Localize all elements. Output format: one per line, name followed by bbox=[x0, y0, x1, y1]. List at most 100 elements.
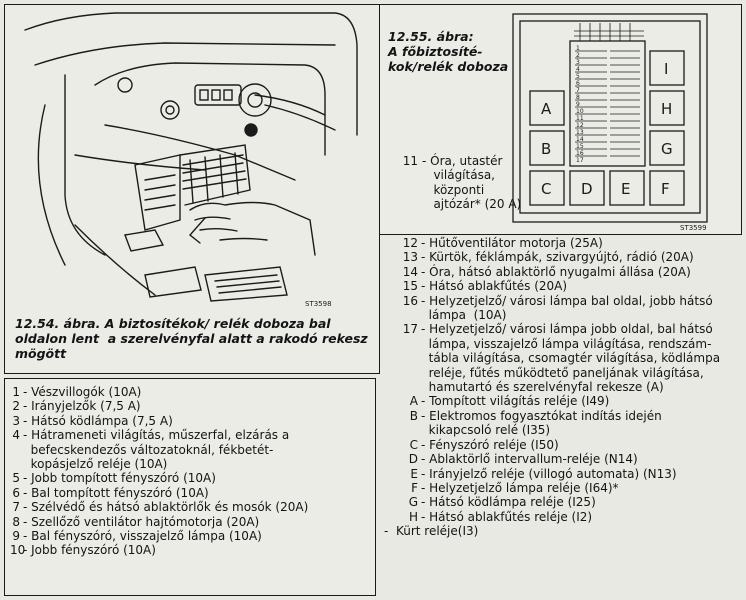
item-text: - Kürtök, féklámpák, szivargyújtó, rádió… bbox=[421, 250, 694, 265]
relay-G bbox=[649, 130, 685, 166]
fuse-number: 17 bbox=[576, 157, 584, 164]
item-key: 6 bbox=[12, 485, 20, 500]
item-key: H bbox=[408, 509, 418, 524]
footnote-text: - Kürt reléje(I3) bbox=[384, 524, 479, 539]
item-text: - Helyzetjelző lámpa reléje (I64)* bbox=[421, 480, 619, 495]
fuse-number: 9 bbox=[576, 101, 580, 108]
item-key: 13 bbox=[402, 250, 418, 265]
item-text: - Hátsó ablakfűtés (20A) bbox=[421, 279, 568, 294]
list-item: E- Irányjelző reléje (villogó automata) … bbox=[384, 467, 744, 481]
item-text: - Jobb fényszóró (10A) bbox=[23, 543, 156, 558]
list-item: 13- Kürtök, féklámpák, szivargyújtó, rád… bbox=[384, 250, 744, 264]
relay-B-label: B bbox=[541, 140, 551, 158]
fuse-number: 13 bbox=[576, 129, 584, 136]
list-item: F- Helyzetjelző lámpa reléje (I64)* bbox=[384, 481, 744, 495]
list-item: 14- Óra, hátsó ablaktörlő nyugalmi állás… bbox=[384, 265, 744, 279]
item-key: 8 bbox=[12, 514, 20, 529]
fuse-number: 12 bbox=[576, 122, 584, 129]
fuse-number: 11 bbox=[576, 115, 584, 122]
item-text: - Bal fényszóró, visszajelző lámpa (10A) bbox=[23, 529, 262, 544]
item-text: - Hűtőventilátor motorja (25A) bbox=[421, 236, 603, 250]
relay-H bbox=[649, 90, 685, 126]
list-item: 8- Szellőző ventilátor hajtómotorja (20A… bbox=[10, 515, 374, 529]
relay-I bbox=[649, 50, 685, 86]
list-item: 10- Jobb fényszóró (10A) bbox=[10, 543, 374, 557]
item-text: - Helyzetjelző/ városi lámpa jobb oldal,… bbox=[421, 322, 721, 395]
left-fuse-list-panel bbox=[4, 378, 376, 596]
item-text: - Helyzetjelző/ városi lámpa bal oldal, … bbox=[421, 293, 713, 323]
relay-E-label: E bbox=[621, 180, 630, 198]
left-fuse-list: 1- Vészvillogók (10A) 2- Irányjelzők (7,… bbox=[10, 385, 374, 558]
relay-E bbox=[609, 170, 645, 206]
figure-12-54-caption: 12.54. ábra. A biztosítékok/ relék doboz… bbox=[15, 316, 368, 361]
list-item: H- Hátsó ablakfűtés reléje (I2) bbox=[384, 510, 744, 524]
fusebox-location-illustration: ST3598 bbox=[24, 12, 358, 308]
list-item: 16- Helyzetjelző/ városi lámpa bal oldal… bbox=[384, 294, 744, 323]
fuse-number: 5 bbox=[576, 73, 580, 80]
item-key: A bbox=[409, 394, 418, 409]
item-key: 1 bbox=[12, 385, 20, 399]
list-item: 17- Helyzetjelző/ városi lámpa jobb olda… bbox=[384, 322, 744, 394]
item-key: 3 bbox=[12, 413, 20, 428]
item-text: - Jobb tompított fényszóró (10A) bbox=[23, 471, 216, 486]
item-key: C bbox=[409, 437, 418, 452]
relay-D bbox=[569, 170, 605, 206]
item-key: 7 bbox=[12, 500, 20, 515]
item-text: - Irányjelző reléje (villogó automata) (… bbox=[421, 466, 677, 481]
figure-12-54-id: ST3598 bbox=[305, 300, 332, 308]
item-text: - Tompított világítás reléje (I49) bbox=[421, 394, 610, 409]
item-key: 10 bbox=[10, 543, 26, 558]
item-key: D bbox=[408, 452, 418, 467]
fuse-number: 8 bbox=[576, 94, 580, 101]
list-item: 2- Irányjelzők (7,5 A) bbox=[10, 399, 374, 413]
relay-G-label: G bbox=[661, 140, 673, 158]
relay-C bbox=[529, 170, 565, 206]
item-text: - Hátsó ködlámpa reléje (I25) bbox=[421, 495, 596, 510]
relay-C-label: C bbox=[541, 180, 551, 198]
right-fuse-relay-list: 12- Hűtőventilátor motorja (25A) 13- Kür… bbox=[384, 236, 744, 539]
list-item: 5- Jobb tompított fényszóró (10A) bbox=[10, 471, 374, 485]
item-key: G bbox=[408, 495, 418, 510]
item-key: 4 bbox=[12, 428, 20, 443]
item-key: 14 bbox=[402, 264, 418, 279]
item-text: - Hátsó ködlámpa (7,5 A) bbox=[23, 413, 173, 428]
item-text: - Hátrameneti világítás, műszerfal, elzá… bbox=[23, 428, 290, 472]
relay-B bbox=[529, 130, 565, 166]
list-item: 3- Hátsó ködlámpa (7,5 A) bbox=[10, 414, 374, 428]
fuse-number: 3 bbox=[576, 59, 580, 66]
relay-H-label: H bbox=[661, 100, 672, 118]
item-text: - Szélvédő és hátsó ablaktörlők és mosók… bbox=[23, 500, 309, 515]
list-item: 6- Bal tompított fényszóró (10A) bbox=[10, 486, 374, 500]
fuse-number: 14 bbox=[576, 136, 584, 143]
fuse-11-text: - Óra, utastér világítása, központi ajtó… bbox=[422, 154, 522, 212]
item-key: 12 bbox=[402, 236, 418, 250]
relay-A bbox=[529, 90, 565, 126]
figure-12-55-panel: 12.55. ábra: A főbiztosíté- kok/relék do… bbox=[380, 4, 742, 235]
item-text: - Óra, hátsó ablaktörlő nyugalmi állása … bbox=[421, 264, 691, 279]
fuse-number: 16 bbox=[576, 150, 584, 157]
fuse-number: 6 bbox=[576, 80, 580, 87]
list-item: B- Elektromos fogyasztókat indítás idejé… bbox=[384, 409, 744, 438]
item-key: F bbox=[411, 480, 418, 495]
fuse-number: 15 bbox=[576, 143, 584, 150]
list-item: C- Fényszóró reléje (I50) bbox=[384, 438, 744, 452]
fuse-number: 4 bbox=[576, 66, 580, 73]
fuse-number: 1 bbox=[576, 45, 580, 52]
fuse-number: 7 bbox=[576, 87, 580, 94]
item-text: - Vészvillogók (10A) bbox=[23, 385, 142, 399]
list-item: 1- Vészvillogók (10A) bbox=[10, 385, 374, 399]
item-key: 2 bbox=[12, 399, 20, 414]
footnote: - Kürt reléje(I3) bbox=[384, 524, 744, 538]
item-key: E bbox=[410, 466, 418, 481]
relay-D-label: D bbox=[581, 180, 593, 198]
item-text: - Elektromos fogyasztókat indítás idején… bbox=[421, 408, 662, 438]
figure-12-54-panel: ST3598 12.54. ábra. A biztosítékok/ relé… bbox=[4, 4, 380, 374]
list-item: 4- Hátrameneti világítás, műszerfal, elz… bbox=[10, 428, 374, 471]
list-item: 9- Bal fényszóró, visszajelző lámpa (10A… bbox=[10, 529, 374, 543]
relay-A-label: A bbox=[541, 100, 552, 118]
list-item: 15- Hátsó ablakfűtés (20A) bbox=[384, 279, 744, 293]
list-item: A- Tompított világítás reléje (I49) bbox=[384, 394, 744, 408]
item-text: - Bal tompított fényszóró (10A) bbox=[23, 485, 209, 500]
list-item: 7- Szélvédő és hátsó ablaktörlők és mosó… bbox=[10, 500, 374, 514]
main-fusebox-diagram: A B C D E F G H I 1 2 3 4 5 6 7 8 9 10 1… bbox=[512, 13, 708, 232]
